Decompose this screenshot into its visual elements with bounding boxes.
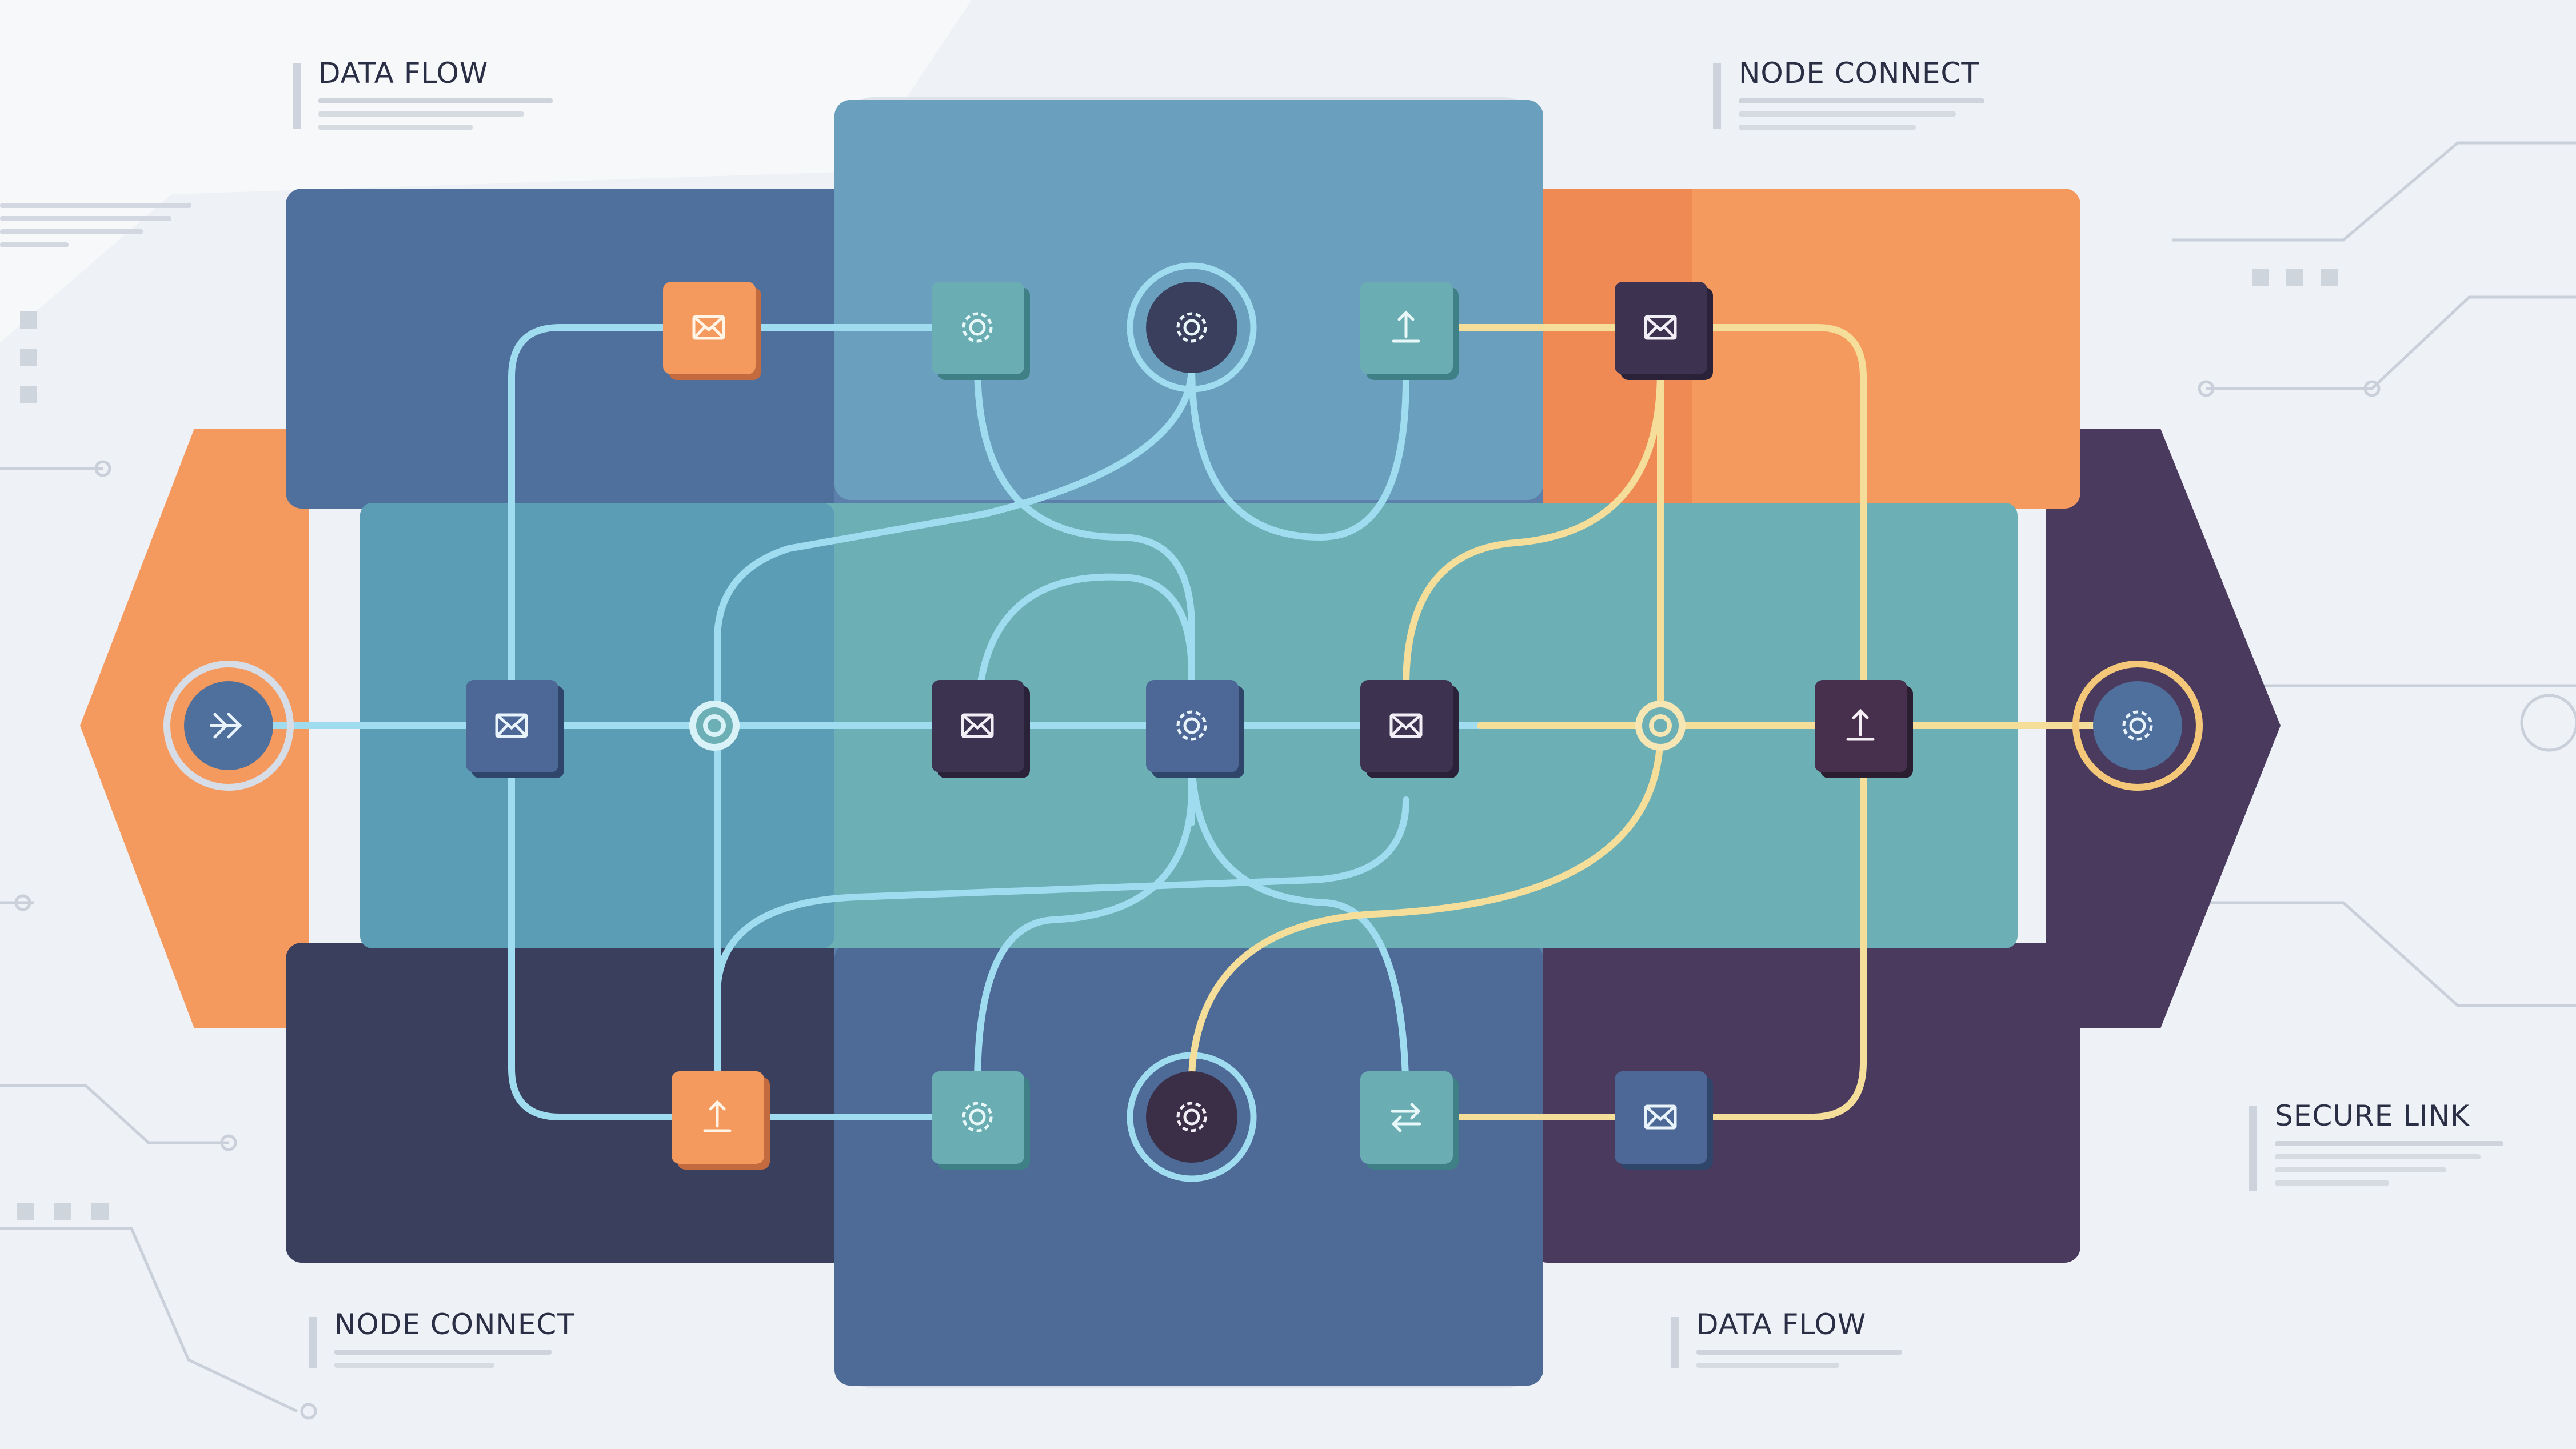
decorative-squares	[17, 269, 2338, 1220]
circuit-traces	[0, 141, 2576, 1420]
node-upload-mid[interactable]	[1815, 680, 1913, 778]
node-mail-mid-2[interactable]	[932, 680, 1030, 778]
label-top-left: DATA FLOW	[293, 57, 553, 130]
node-end-gear[interactable]	[2093, 681, 2182, 770]
node-upload-bottom[interactable]	[672, 1071, 770, 1170]
junction-yellow	[1635, 701, 1686, 751]
label-data-flow-bottom: DATA FLOW	[1696, 1308, 1866, 1341]
junction-blue	[689, 701, 740, 751]
label-top-right: NODE CONNECT	[1713, 57, 1984, 130]
node-mail-mid-3[interactable]	[1360, 680, 1459, 778]
node-gear-top-ring[interactable]	[1146, 282, 1237, 373]
node-start-fast-forward[interactable]	[163, 661, 294, 791]
node-mail-top-right[interactable]	[1615, 282, 1713, 380]
label-data-flow-top: DATA FLOW	[318, 57, 488, 90]
node-gear-center[interactable]	[1146, 680, 1244, 778]
node-gear-bottom-ring[interactable]	[1146, 1071, 1237, 1163]
background-glow	[0, 0, 972, 343]
label-node-connect-top: NODE CONNECT	[1739, 57, 1979, 90]
node-swap-bottom[interactable]	[1360, 1071, 1459, 1170]
nodes	[163, 282, 2182, 1170]
node-mail-bottom-right[interactable]	[1615, 1071, 1713, 1170]
node-gear-bottom-1[interactable]	[932, 1071, 1030, 1170]
label-secure-link: SECURE LINK	[2275, 1099, 2470, 1132]
label-right: SECURE LINK	[2249, 1099, 2503, 1191]
node-upload-top[interactable]	[1360, 282, 1459, 380]
label-node-connect-bottom: NODE CONNECT	[334, 1308, 575, 1341]
node-gear-top-1[interactable]	[932, 282, 1030, 380]
left-text-lines	[0, 203, 191, 247]
node-mail-top-left[interactable]	[663, 282, 761, 380]
label-bottom-right: DATA FLOW	[1671, 1308, 1902, 1368]
node-mail-mid-1[interactable]	[466, 680, 564, 778]
label-bottom-left: NODE CONNECT	[309, 1308, 575, 1368]
